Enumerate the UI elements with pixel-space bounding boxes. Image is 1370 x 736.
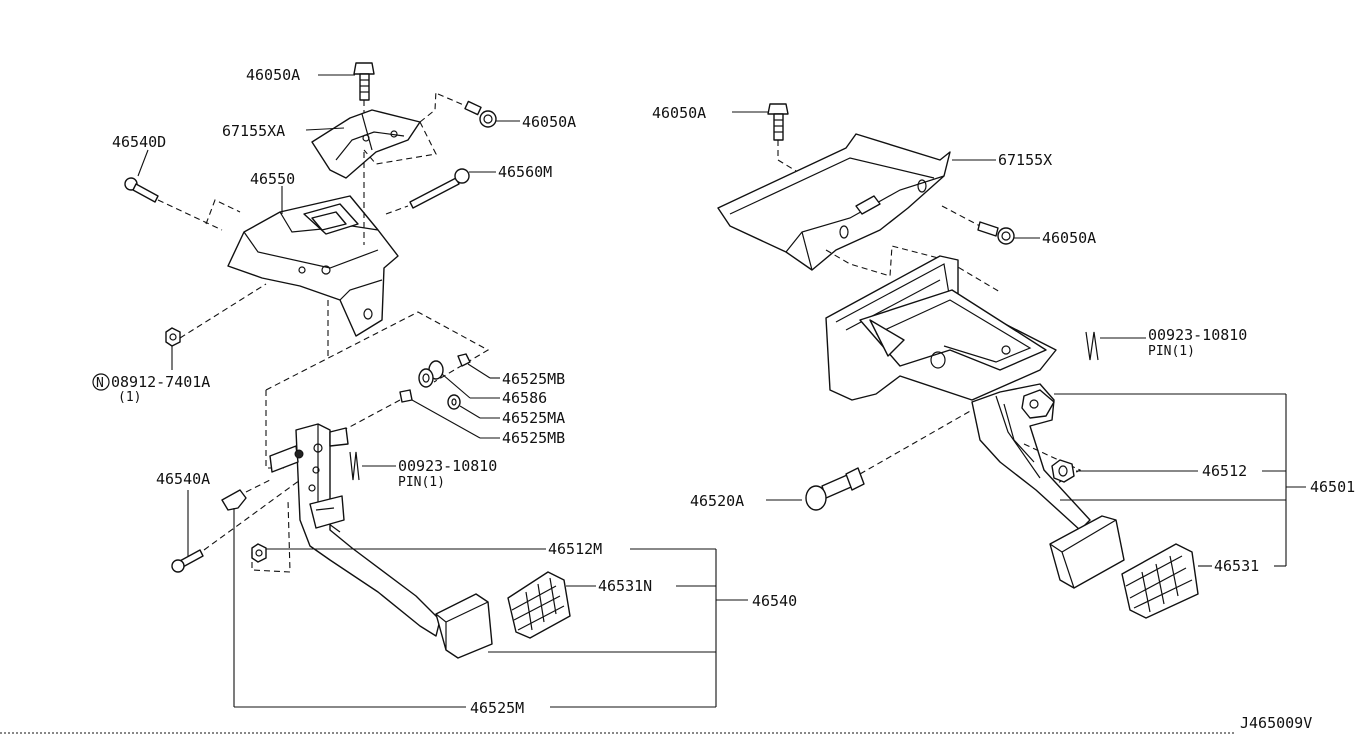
label-46050a-top-right: 46050A [652, 104, 706, 122]
clutch-pedal-arm [269, 423, 441, 637]
label-n-prefix: N [96, 376, 104, 391]
circle-n-marker [92, 373, 110, 391]
nut-46512 [1023, 443, 1082, 485]
label-pin-right-name: PIN(1) [1148, 344, 1195, 359]
label-46525mb-lower: 46525MB [502, 429, 565, 447]
label-46050a-top-left: 46050A [246, 66, 300, 84]
bolt-46520a [805, 409, 973, 511]
label-46540a: 46540A [156, 470, 210, 488]
label-nut-qty: (1) [118, 390, 141, 405]
label-46050a-side-right: 46050A [1042, 229, 1096, 247]
assy-lines-left [233, 508, 748, 708]
label-08912-7401a: 08912-7401A [111, 373, 210, 391]
spring-46586 [418, 360, 444, 388]
bush-46525mb-lower [343, 389, 413, 431]
bush-46525ma [447, 394, 461, 410]
label-pin-right-number: 00923-10810 [1148, 326, 1247, 344]
label-46501: 46501 [1310, 478, 1355, 496]
bolt-46050a-side-right [941, 205, 1015, 245]
label-pin-left-number: 00923-10810 [398, 457, 497, 475]
label-46531: 46531 [1214, 557, 1259, 575]
diagram-code: J465009V [1240, 714, 1312, 732]
bracket-46550 [205, 195, 399, 337]
bolt-46050a-top-left [353, 62, 375, 118]
nut-08912-7401a [165, 283, 267, 347]
pedal-pad-left [435, 593, 493, 659]
bolt-46560m [385, 168, 470, 215]
label-46512: 46512 [1202, 462, 1247, 480]
label-46560m: 46560M [498, 163, 552, 181]
label-46050a-right-left: 46050A [522, 113, 576, 131]
label-46540d: 46540D [112, 133, 166, 151]
upper-bracket-67155xa [311, 109, 421, 179]
pin-left [349, 451, 360, 481]
bolt-46540d [124, 149, 223, 231]
bolt-46050a-right-left [437, 93, 497, 128]
pedal-rubber-pad-left [507, 571, 571, 639]
bush-46525mb-upper [457, 353, 471, 367]
label-46540: 46540 [752, 592, 797, 610]
assy-lines-right [1054, 393, 1306, 567]
brake-pedal-arm [971, 383, 1091, 531]
pedal-pad-right [1049, 515, 1125, 589]
label-46525mb-upper: 46525MB [502, 370, 565, 388]
bolt-46540a [171, 479, 301, 573]
label-67155xa: 67155XA [222, 122, 285, 140]
label-46525m: 46525M [470, 699, 524, 717]
nut-46512m [251, 499, 291, 573]
label-46525ma: 46525MA [502, 409, 565, 427]
pedal-bracket-right [825, 255, 1057, 401]
label-46520a: 46520A [690, 492, 744, 510]
bracket-67155x [717, 133, 951, 271]
label-46550: 46550 [250, 170, 295, 188]
pedal-rubber-pad-right [1121, 543, 1199, 619]
label-46531n: 46531N [598, 577, 652, 595]
pin-right [1085, 331, 1099, 361]
label-pin-left-name: PIN(1) [398, 475, 445, 490]
label-46586: 46586 [502, 389, 547, 407]
label-67155x: 67155X [998, 151, 1052, 169]
label-46512m: 46512M [548, 540, 602, 558]
